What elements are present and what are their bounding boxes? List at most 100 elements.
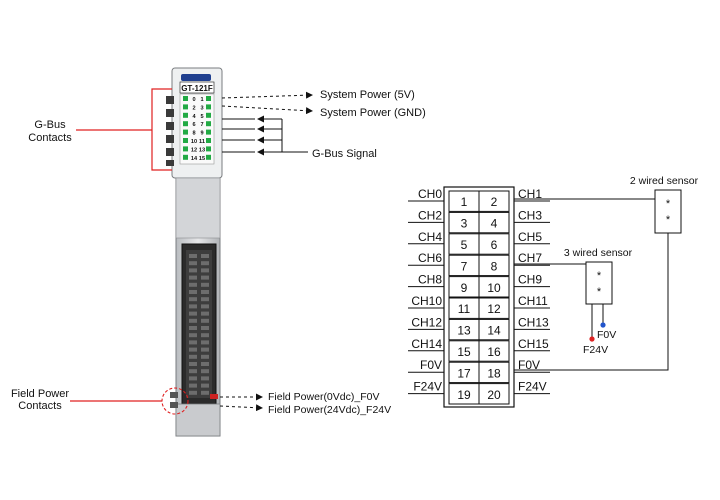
- f24v-lead-dot: [589, 336, 595, 342]
- f0v-lead-dot: [600, 322, 606, 328]
- socket-pin: [201, 282, 209, 287]
- three-wired-sensor-mark-1: *: [597, 270, 602, 282]
- field-power-0v-label: Field Power(0Vdc)_F0V: [268, 391, 379, 403]
- pin-number-19: 19: [457, 388, 471, 402]
- socket-pin: [189, 340, 197, 345]
- led-label-8: 8: [192, 131, 195, 137]
- socket-pin: [189, 275, 197, 280]
- pin-number-3: 3: [461, 217, 468, 231]
- two-wired-sensor-title: 2 wired sensor: [630, 175, 699, 187]
- left-channel-label: F0V: [420, 358, 442, 372]
- system-power-lines: System Power (5V) System Power (GND): [221, 89, 426, 119]
- pin-number-6: 6: [491, 238, 498, 252]
- right-channel-label: CH9: [518, 273, 542, 287]
- led-5: [206, 112, 211, 118]
- led-8: [183, 129, 188, 135]
- left-channel-label: CH0: [418, 187, 442, 201]
- left-channel-label: CH2: [418, 208, 442, 222]
- led-label-11: 11: [199, 139, 205, 145]
- led-label-6: 6: [192, 122, 195, 128]
- pin-cell-16: [478, 340, 510, 362]
- led-label-9: 9: [200, 131, 203, 137]
- model-label-box: [179, 81, 215, 94]
- pin-number-5: 5: [461, 238, 468, 252]
- led-label-10: 10: [191, 139, 197, 145]
- socket-pin: [201, 297, 209, 302]
- led-label-12: 12: [191, 147, 197, 153]
- gbus-contacts-callout: G-Bus Contacts: [28, 88, 172, 171]
- socket-pin: [201, 275, 209, 280]
- field-power-24v-label: Field Power(24Vdc)_F24V: [268, 404, 391, 416]
- socket-pin: [189, 383, 197, 388]
- gbus-contacts-label-line1: G-Bus: [34, 119, 66, 131]
- field-power-lines: Field Power(0Vdc)_F0V Field Power(24Vdc)…: [219, 391, 391, 416]
- socket-pin: [201, 311, 209, 316]
- socket-pin: [189, 261, 197, 266]
- gbus-contact-pins: [166, 96, 174, 166]
- led-label-2: 2: [192, 105, 195, 111]
- socket-pin: [201, 254, 209, 258]
- socket-pin: [201, 268, 209, 273]
- left-channel-label: CH14: [411, 337, 442, 351]
- led-label-13: 13: [199, 147, 205, 153]
- socket-pin: [189, 297, 197, 302]
- socket-pin: [189, 333, 197, 338]
- pin-cell-20: [478, 383, 510, 405]
- socket-pin: [201, 326, 209, 330]
- gbus-signal-lines: G-Bus Signal: [222, 115, 377, 160]
- left-channel-label: F24V: [413, 380, 442, 394]
- three-wired-sensor: 3 wired sensor * * F0V F24V: [514, 247, 633, 356]
- three-wired-sensor-box: [585, 261, 613, 305]
- led-7: [206, 121, 211, 127]
- pin-cell-12: [478, 297, 510, 319]
- pin-cell-6: [478, 233, 510, 255]
- module-header-bar: [181, 74, 211, 81]
- led-0: [183, 96, 188, 101]
- system-power-gnd-label: System Power (GND): [320, 107, 426, 119]
- led-label-7: 7: [200, 122, 203, 128]
- three-wired-f24v-label: F24V: [583, 344, 608, 356]
- pin-cell-4: [478, 211, 510, 234]
- led-label-3: 3: [200, 105, 203, 111]
- socket-pin: [189, 254, 197, 258]
- pin-cell-18: [478, 361, 510, 384]
- socket-pin: [189, 376, 197, 381]
- right-channel-label: CH5: [518, 230, 542, 244]
- two-wired-sensor-mark-2: *: [666, 214, 671, 226]
- pin-number-7: 7: [461, 259, 468, 273]
- right-channel-label: CH7: [518, 251, 542, 265]
- led-label-15: 15: [199, 156, 205, 162]
- socket-pin: [201, 333, 209, 338]
- led-9: [206, 129, 211, 135]
- pin-cell-8: [478, 254, 510, 277]
- right-channel-label: CH3: [518, 208, 542, 222]
- pin-number-18: 18: [487, 366, 501, 380]
- led-label-14: 14: [191, 156, 198, 162]
- pin-number-15: 15: [457, 345, 471, 359]
- right-channel-label: F24V: [518, 380, 547, 394]
- socket-pin: [201, 347, 209, 352]
- left-channel-label: CH4: [418, 230, 442, 244]
- led-label-4: 4: [192, 114, 196, 120]
- socket-pin: [189, 282, 197, 287]
- right-channel-label: CH13: [518, 315, 549, 329]
- pin-number-12: 12: [487, 302, 501, 316]
- three-wired-sensor-title: 3 wired sensor: [564, 247, 633, 259]
- led-4: [183, 112, 188, 118]
- two-wired-sensor-box: [654, 189, 682, 234]
- pin-cell-14: [478, 318, 510, 341]
- pin-number-10: 10: [487, 281, 501, 295]
- socket-pin: [201, 340, 209, 345]
- socket-pin: [189, 268, 197, 273]
- system-power-5v-label: System Power (5V): [320, 89, 415, 101]
- left-channel-label: CH8: [418, 273, 442, 287]
- pin-number-20: 20: [487, 388, 501, 402]
- led-6: [183, 121, 188, 127]
- two-wired-sensor: 2 wired sensor * *: [514, 175, 699, 371]
- pin-number-11: 11: [458, 302, 471, 316]
